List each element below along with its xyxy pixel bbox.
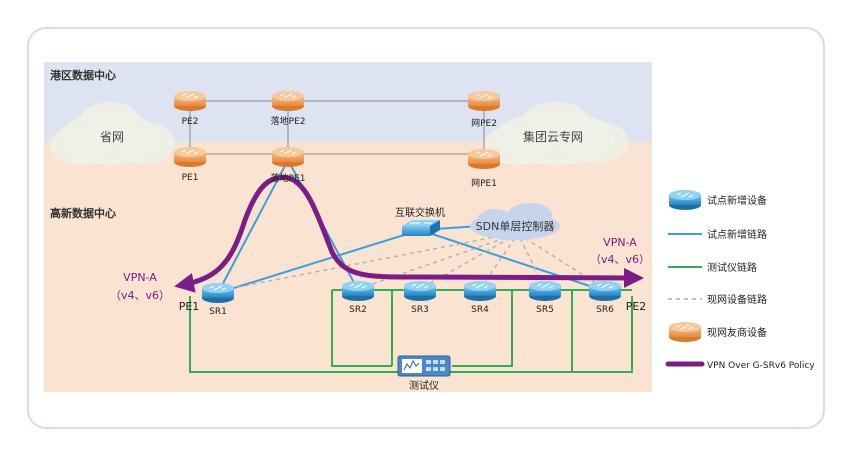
- label-pe1-top: PE1: [182, 173, 199, 183]
- label-pe2-top: PE2: [182, 117, 199, 127]
- vpn-left-name: VPN-A: [123, 271, 157, 284]
- label-tester: 测试仪: [409, 379, 439, 392]
- switch-icon: [402, 220, 440, 236]
- group-cloud: 集团云专网: [484, 102, 629, 165]
- vpn-right-name: VPN-A: [603, 236, 637, 249]
- label-edge-pe2: PE2: [626, 300, 647, 313]
- top-zone-title: 港区数据中心: [50, 68, 116, 82]
- vpn-policy-path: [174, 175, 644, 293]
- label-sr5: SR5: [536, 305, 554, 315]
- tester-icon: [397, 355, 451, 377]
- router-sr4: [464, 281, 496, 301]
- vpn-right-af: （v4、v6）: [590, 253, 650, 266]
- legend-label-0: 试点新增设备: [707, 194, 767, 207]
- label-sr1: SR1: [209, 307, 227, 317]
- label-sr3: SR3: [411, 305, 429, 315]
- label-sr2: SR2: [349, 305, 367, 315]
- router-sr6: [589, 281, 621, 301]
- legend-label-5: VPN Over G-SRv6 Policy: [707, 361, 815, 371]
- legend-label-1: 试点新增链路: [707, 228, 767, 241]
- legend-label-4: 现网友商设备: [707, 326, 767, 339]
- router-landing-pe2: [272, 91, 304, 111]
- router-landing-pe1: [272, 147, 304, 167]
- label-net-pe1: 网PE1: [471, 178, 497, 189]
- provincial-cloud-label: 省网: [100, 130, 124, 144]
- router-sr5: [529, 281, 561, 301]
- label-edge-pe1: PE1: [179, 300, 200, 313]
- router-sr1: [202, 283, 234, 303]
- legend: 试点新增设备 试点新增链路 测试仪链路 现网设备链路 现网友商设备 VPN Ov…: [665, 190, 815, 371]
- group-cloud-label: 集团云专网: [523, 129, 583, 144]
- label-sr6: SR6: [596, 305, 614, 315]
- router-net-pe2: [468, 91, 500, 111]
- bottom-zone-title: 高新数据中心: [50, 206, 116, 220]
- provincial-cloud: 省网: [50, 102, 175, 165]
- label-landing-pe2: 落地PE2: [271, 115, 306, 127]
- router-pe2-top: [174, 91, 206, 111]
- sdn-controller-cloud: SDN单层控制器: [470, 203, 560, 240]
- router-sr3: [404, 281, 436, 301]
- label-net-pe2: 网PE2: [471, 118, 497, 129]
- label-switch: 互联交换机: [395, 206, 445, 219]
- legend-icon-router-blue: [669, 190, 701, 210]
- legend-label-2: 测试仪链路: [707, 261, 757, 274]
- legend-icon-router-orange: [669, 322, 701, 342]
- router-net-pe1: [468, 149, 500, 169]
- router-sr2: [342, 281, 374, 301]
- label-sr4: SR4: [471, 305, 489, 315]
- router-pe1-top: [174, 147, 206, 167]
- vpn-left-af: （v4、v6）: [110, 289, 170, 302]
- sdn-controller-label: SDN单层控制器: [476, 219, 555, 233]
- legend-label-3: 现网设备链路: [707, 293, 767, 306]
- label-landing-pe1: 落地PE1: [271, 172, 306, 184]
